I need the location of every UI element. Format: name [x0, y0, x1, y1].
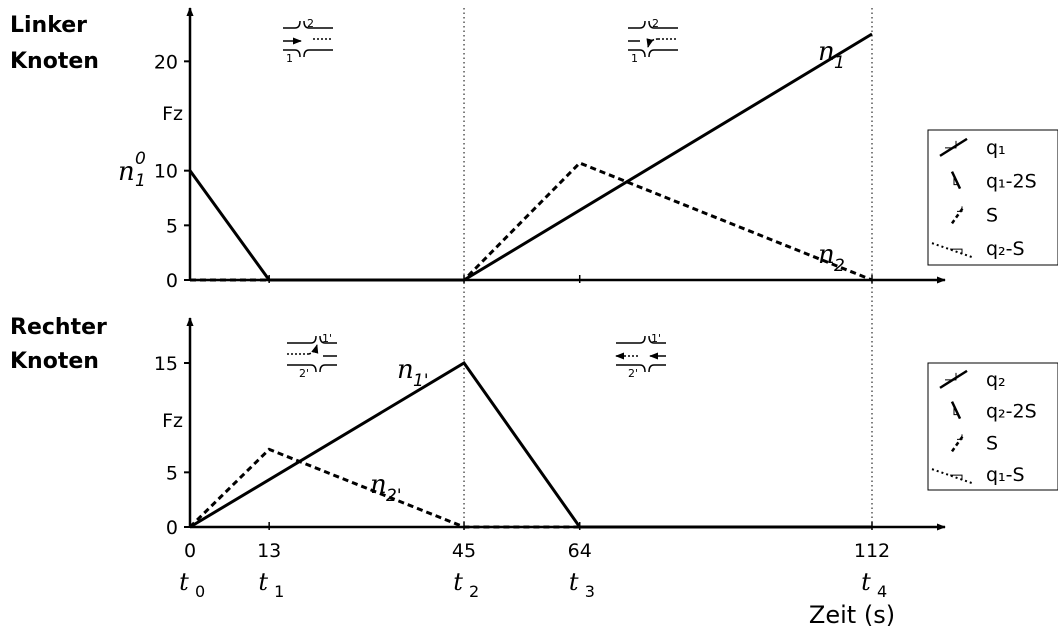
label-n1: n 1	[818, 37, 845, 73]
x-tick-label-4: 112	[854, 540, 890, 562]
intersection-icon-top-right: 2 1	[628, 17, 678, 65]
y-tick-label-1-2: 15	[154, 353, 178, 375]
legend-label-0-2: S	[986, 204, 998, 226]
svg-text:1: 1	[286, 52, 293, 65]
legend-line-dotted-down-icon	[931, 242, 973, 259]
time-label-3: t	[569, 568, 579, 596]
legend-line-dotted-down-icon	[931, 468, 973, 485]
svg-text:2': 2'	[628, 367, 638, 380]
label-n1prime: n 1'	[397, 355, 429, 391]
legend-label-1-2: S	[986, 432, 998, 454]
x-tick-label-3: 64	[568, 540, 592, 562]
series-0-1	[190, 161, 873, 282]
svg-text:1: 1	[834, 53, 845, 73]
legend-label-0-3: q₂-S	[986, 238, 1025, 260]
y-tick-label-1-0: 0	[166, 517, 178, 539]
bottom-ylabel: Fz	[162, 410, 183, 432]
legend-top: q₁ q₁-2S Sq₂-S	[927, 129, 1058, 266]
intersection-icon-top-left: 2 1	[283, 17, 333, 65]
legend-label-0-1: q₁-2S	[986, 171, 1037, 193]
top-ylabel: Fz	[162, 103, 183, 125]
legend-line-solid-up-icon	[939, 137, 968, 157]
legend-line-solid-down-icon	[950, 401, 962, 420]
legend-line-dashed-up-icon	[950, 433, 966, 453]
legend-line-solid-up-icon	[939, 369, 968, 389]
legend-box-0	[927, 129, 1058, 266]
legend-line-dashed-up-icon	[950, 205, 966, 225]
top-title-line1: Linker	[10, 13, 87, 38]
svg-text:n: n	[818, 37, 835, 67]
series-1-0	[189, 360, 872, 529]
bottom-series	[188, 360, 872, 529]
top-initial-queue-label: n 0 1	[118, 149, 146, 191]
y-tick-label-0-2: 10	[154, 161, 178, 183]
legend-label-1-3: q₁-S	[986, 464, 1025, 486]
time-label-sub-0: 0	[195, 582, 205, 601]
svg-text:0: 0	[135, 149, 146, 169]
series-1-1	[188, 447, 872, 529]
time-label-1: t	[258, 568, 268, 596]
time-label-0: t	[179, 568, 189, 596]
time-markers	[463, 8, 873, 527]
svg-text:n: n	[370, 470, 387, 500]
svg-text:1: 1	[135, 171, 146, 191]
x-tick-labels: 0 13 45 64 112	[184, 540, 890, 562]
y-tick-label-0-0: 0	[166, 270, 178, 292]
y-tick-label-0-1: 5	[166, 215, 178, 237]
legend-box-1	[927, 362, 1058, 491]
time-label-sub-2: 2	[469, 582, 479, 601]
intersection-icon-bottom-left: 1' 2'	[287, 332, 337, 380]
svg-text:2: 2	[307, 17, 314, 30]
svg-text:1': 1'	[322, 332, 332, 345]
y-tick-label-0-3: 20	[154, 51, 178, 73]
svg-text:2: 2	[834, 256, 845, 276]
top-title-line2: Knoten	[10, 49, 99, 74]
svg-text:n: n	[118, 157, 135, 187]
time-label-sub-1: 1	[274, 582, 284, 601]
legend-label-0-0: q₁	[986, 137, 1006, 159]
top-series	[188, 32, 873, 282]
time-label-2: t	[453, 568, 463, 596]
time-label-sub-4: 4	[877, 582, 887, 601]
legend-label-1-1: q₂-2S	[986, 401, 1037, 423]
x-tick-label-2: 45	[452, 540, 476, 562]
svg-text:n: n	[397, 355, 414, 385]
legend-bottom: q₂ q₂-2S Sq₁-S	[927, 362, 1058, 491]
svg-text:1': 1'	[413, 371, 429, 391]
legend-line-solid-down-icon	[950, 171, 962, 190]
svg-text:2': 2'	[299, 367, 309, 380]
y-tick-label-1-1: 5	[166, 462, 178, 484]
svg-text:n: n	[818, 240, 835, 270]
time-label-4: t	[861, 568, 871, 596]
intersection-icon-bottom-right: 1' 2'	[615, 332, 666, 380]
svg-text:2': 2'	[386, 486, 402, 506]
legend-label-1-0: q₂	[986, 369, 1006, 391]
x-tick-label-1: 13	[257, 540, 281, 562]
label-n2prime: n 2'	[370, 470, 402, 506]
time-label-sub-3: 3	[585, 582, 595, 601]
bottom-title-line2: Knoten	[10, 349, 99, 374]
series-0-0	[188, 32, 873, 282]
svg-text:2: 2	[652, 17, 659, 30]
label-n2: n 2	[818, 240, 845, 276]
bottom-axes: 0 5 15	[154, 317, 946, 539]
x-axis-label: Zeit (s)	[809, 601, 895, 629]
svg-text:1': 1'	[651, 332, 661, 345]
bottom-title-line1: Rechter	[10, 315, 107, 340]
svg-text:1: 1	[631, 52, 638, 65]
x-tick-label-0: 0	[184, 540, 196, 562]
